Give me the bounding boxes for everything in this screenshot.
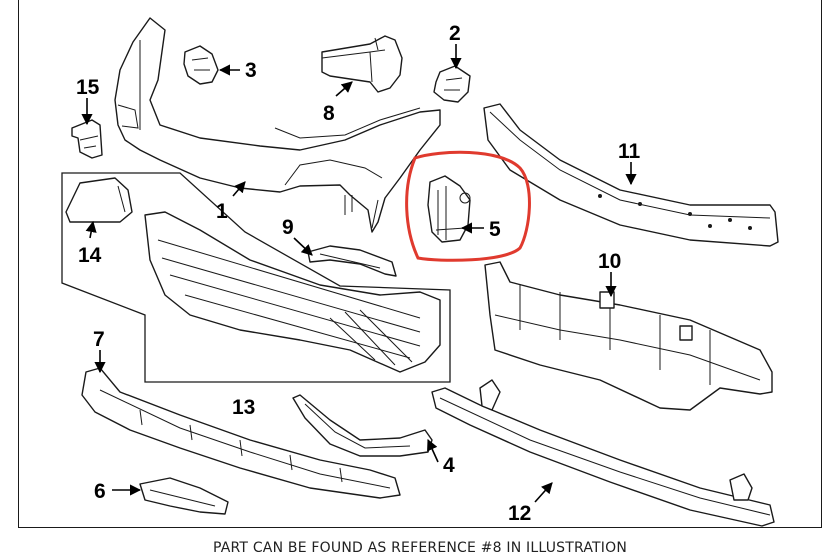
callout-2: 2 (449, 22, 461, 45)
arrow-9 (293, 237, 313, 256)
part-2-bracket (433, 65, 471, 103)
part-5-bracket (427, 175, 471, 243)
leader-arrows (81, 44, 637, 503)
callout-6: 6 (94, 480, 106, 503)
illustration-caption: PART CAN BE FOUND AS REFERENCE #8 IN ILL… (212, 540, 628, 556)
illustration-frame (18, 0, 822, 528)
callout-12: 12 (508, 502, 531, 525)
part-7-lower-valance (81, 367, 401, 499)
callout-8: 8 (323, 102, 335, 125)
arrow-1 (232, 181, 246, 197)
parts-diagram: 1 2 3 4 5 6 7 8 9 10 11 12 13 14 15 (61, 17, 779, 527)
part-8-bracket (321, 35, 403, 93)
callout-11: 11 (618, 140, 641, 163)
part-4-side-trim (292, 394, 433, 457)
callout-9: 9 (282, 216, 294, 239)
part-11-upper-reinforcement (483, 103, 779, 247)
arrow-8 (335, 81, 353, 97)
callout-5: 5 (489, 218, 501, 241)
arrow-4 (427, 438, 439, 463)
part-13-grille-group (61, 172, 451, 383)
highlight-ellipse (405, 150, 531, 262)
callout-3: 3 (245, 59, 257, 82)
part-3-sensor (183, 45, 219, 85)
part-12-lower-reinforcement (431, 379, 775, 527)
arrow-12 (534, 482, 553, 503)
arrow-14 (85, 220, 97, 239)
callout-4: 4 (443, 454, 455, 477)
part-15-clip (71, 119, 103, 159)
callout-7: 7 (93, 328, 105, 351)
part-6-bracket (139, 477, 229, 515)
callout-14: 14 (78, 244, 102, 267)
callout-13: 13 (232, 396, 255, 419)
callout-15: 15 (76, 76, 100, 99)
callout-10: 10 (598, 250, 621, 273)
part-10-absorber (484, 261, 773, 411)
part-14-fog-lamp-cover (65, 177, 133, 223)
callout-labels: 1 2 3 4 5 6 7 8 9 10 11 12 13 14 15 (76, 22, 641, 525)
callout-1: 1 (216, 200, 228, 223)
part-9-trim-bracket (307, 245, 397, 277)
part-1-bumper-cover (114, 17, 441, 233)
